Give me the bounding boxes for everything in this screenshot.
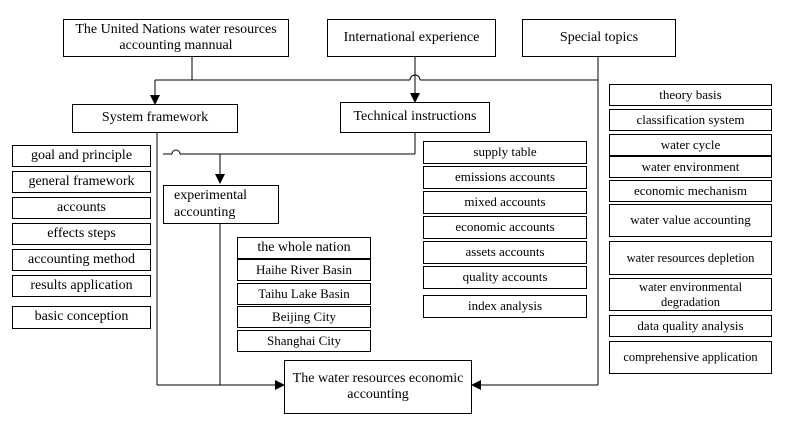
experimental-item: the whole nation [237,237,371,259]
technical-instructions-box: Technical instructions [340,102,490,133]
framework-item-label: effects steps [47,225,116,241]
special-topics-box: Special topics [522,19,676,57]
framework-item: accounting method [12,249,151,271]
special-item: water resources depletion [609,241,772,275]
result-box: The water resources economic accounting [284,360,472,414]
special-item: data quality analysis [609,315,772,337]
framework-item: goal and principle [12,145,151,167]
special-topics-label: Special topics [559,29,639,45]
special-item: water cycle [609,134,772,156]
framework-item-label: goal and principle [30,147,133,163]
experimental-item: Haihe River Basin [237,259,371,281]
framework-item: basic conception [12,306,151,329]
framework-item: effects steps [12,223,151,245]
technical-item-label: supply table [473,144,537,160]
framework-item-label: general framework [28,173,135,189]
result-label: The water resources economic accounting [292,370,464,402]
special-item-label: classification system [636,111,745,127]
technical-item: emissions accounts [423,166,587,189]
experimental-accounting-label: experimental accounting [174,188,248,220]
special-item: theory basis [609,84,772,106]
special-item-label: theory basis [659,86,722,102]
technical-item-label: index analysis [467,298,542,314]
experimental-item-label: the whole nation [257,239,351,255]
special-item-label: water resources depletion [626,250,755,265]
technical-item: economic accounts [423,216,587,239]
technical-item-label: assets accounts [465,244,545,260]
framework-item-label: accounting method [28,251,135,267]
special-item: comprehensive application [609,341,772,374]
system-framework-box: System framework [72,104,238,133]
line-mid-hop [171,149,181,155]
framework-item: results application [12,275,151,297]
system-framework-label: System framework [101,110,209,126]
technical-item: assets accounts [423,241,587,264]
intl-experience-label: International experience [343,29,480,45]
un-manual-label: The United Nations water resources accou… [75,21,277,53]
experimental-item: Taihu Lake Basin [237,283,371,305]
technical-item-label: quality accounts [462,269,548,285]
experimental-accounting-box: experimental accounting [163,185,279,224]
un-manual-box: The United Nations water resources accou… [63,19,289,57]
special-item: water value accounting [609,204,772,237]
technical-item-label: mixed accounts [464,194,546,210]
experimental-item: Beijing City [237,306,371,328]
special-item: water environmental degradation [609,278,772,311]
experimental-item-label: Haihe River Basin [255,261,353,277]
framework-item-label: results application [30,277,133,293]
technical-item-label: emissions accounts [454,169,555,185]
special-item-label: data quality analysis [637,317,744,333]
special-item-label: water environmental degradation [638,280,743,309]
experimental-item-label: Shanghai City [266,332,342,348]
special-item: classification system [609,109,772,131]
special-item-label: water cycle [660,136,721,152]
technical-item: index analysis [423,295,587,318]
intl-experience-box: International experience [327,19,496,57]
special-item: water environment [609,156,772,178]
technical-item: quality accounts [423,266,587,289]
experimental-item: Shanghai City [237,330,371,352]
special-item: economic mechanism [609,180,772,202]
technical-instructions-label: Technical instructions [353,109,477,125]
framework-item: general framework [12,171,151,193]
technical-item-label: economic accounts [455,219,555,235]
framework-item: accounts [12,197,151,219]
framework-item-label: accounts [57,199,106,215]
special-item-label: water environment [641,158,740,174]
special-item-label: comprehensive application [623,350,758,365]
special-item-label: water value accounting [630,212,751,228]
special-item-label: economic mechanism [634,182,747,198]
experimental-item-label: Taihu Lake Basin [258,285,350,301]
framework-item-label: basic conception [34,309,129,325]
experimental-item-label: Beijing City [272,308,336,324]
technical-item: mixed accounts [423,191,587,214]
technical-item: supply table [423,141,587,164]
